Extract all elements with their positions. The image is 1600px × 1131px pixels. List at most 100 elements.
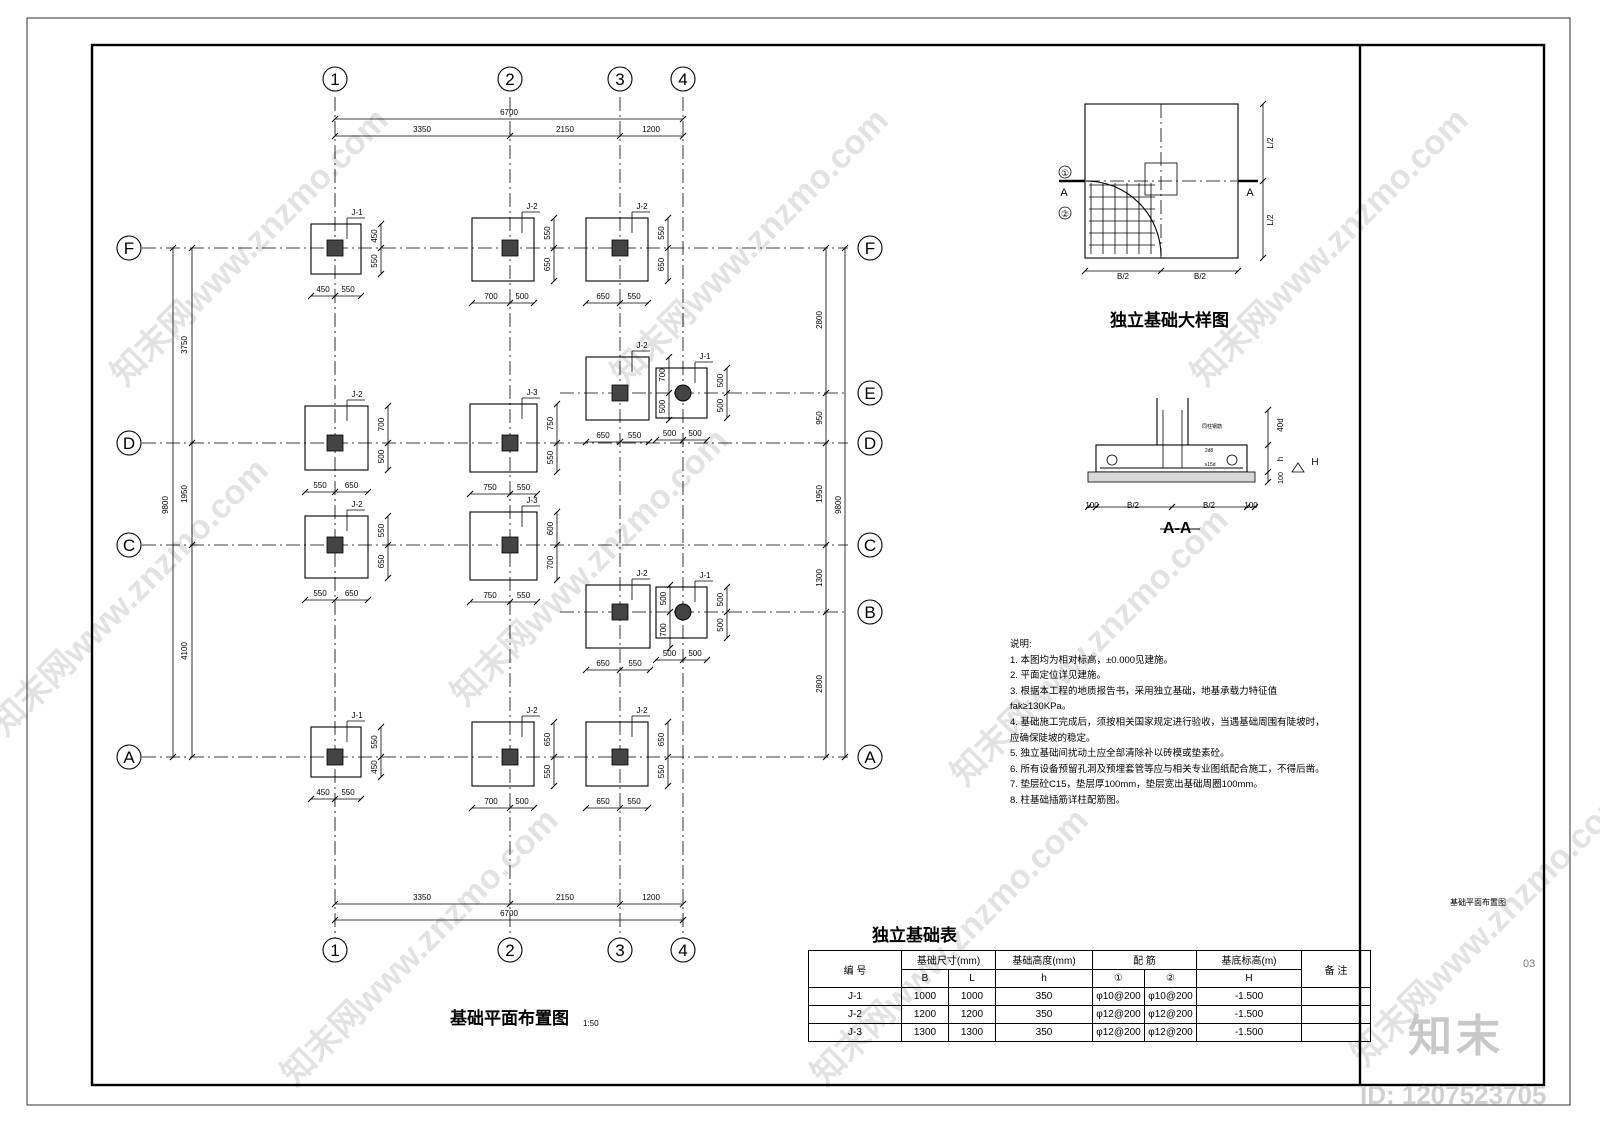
footing-tag: J-3	[526, 496, 538, 505]
dim-tick	[169, 244, 177, 252]
dim-tick	[703, 436, 711, 444]
table-row: J-2 1200 1200 350 φ12@200 φ12@200 -1.500	[808, 1005, 1371, 1024]
dim-label: 500	[663, 649, 677, 658]
axis-bubble-label: 4	[678, 70, 687, 89]
dim-tick	[384, 512, 392, 520]
dim-tick	[723, 364, 731, 372]
dim-tick	[188, 439, 196, 447]
note-line: 应确保陡坡的稳定。	[1010, 732, 1096, 744]
dim-tick	[822, 389, 830, 397]
plan-title: 基础平面布置图	[450, 1009, 569, 1028]
dim-tick	[530, 299, 538, 307]
sub-hh: H	[1196, 968, 1302, 988]
sheet-title: 基础平面布置图	[1450, 898, 1506, 907]
axis-bubble	[857, 599, 883, 625]
column-section	[501, 748, 519, 766]
bar-mark-1	[1058, 165, 1072, 179]
detail-title: 独立基础大样图	[1110, 311, 1229, 330]
dim-label: 2800	[815, 675, 824, 693]
axis-bubble	[497, 937, 523, 963]
dim-tick	[1084, 503, 1092, 511]
dim-tick	[331, 488, 339, 496]
dim-label: 500	[688, 429, 702, 438]
dim-tick	[506, 132, 514, 140]
brand-logo: 知末	[1408, 1012, 1504, 1061]
bar-mark-2	[1106, 454, 1118, 466]
col-height: 基础高度(mm)	[995, 950, 1093, 970]
dim-label: 650	[543, 257, 552, 271]
axis-bubble-label: E	[864, 384, 875, 403]
image-id-tag: ID: 1207523705	[1360, 1080, 1547, 1110]
dim-tick	[822, 753, 830, 761]
cell-id: J-3	[808, 1023, 902, 1042]
axis-bubble	[857, 235, 883, 261]
dim-tick	[331, 115, 339, 123]
dim-label: 3350	[413, 125, 431, 134]
dim-tick	[665, 389, 673, 397]
col-elev: 基底标高(m)	[1196, 950, 1302, 970]
footing-tag: J-3	[526, 388, 538, 397]
axis-bubble-label: 3	[615, 70, 624, 89]
dim-tick	[822, 439, 830, 447]
dim-tick	[664, 782, 672, 790]
dim-label: 650	[345, 481, 359, 490]
dim-label: 3350	[413, 893, 431, 902]
dim-label: 650	[543, 732, 552, 746]
dim-tick	[331, 795, 339, 803]
dim-tick	[1251, 503, 1259, 511]
dim-label: 550	[517, 483, 531, 492]
dim-tick	[679, 132, 687, 140]
footing-outline	[310, 223, 362, 275]
axis-bubble	[497, 66, 523, 92]
cut-label: A	[1246, 187, 1254, 199]
dim-label: 450	[316, 285, 330, 294]
column-section	[326, 239, 344, 257]
dim-tick	[468, 804, 476, 812]
dim-label: 500	[515, 797, 529, 806]
dim-label: 550	[628, 431, 642, 440]
dim-label: 550	[657, 764, 666, 778]
dim-tick	[616, 900, 624, 908]
dim-tick	[616, 132, 624, 140]
dim-tick	[188, 244, 196, 252]
dim-tick	[506, 299, 514, 307]
dim-label: 750	[483, 483, 497, 492]
column-section	[501, 434, 519, 452]
section-bedding	[1087, 471, 1256, 483]
axis-bubble	[322, 937, 348, 963]
note-line: fak≥130KPa。	[1010, 701, 1072, 713]
column-section	[674, 603, 692, 621]
cell-r2: φ12@200	[1144, 1023, 1197, 1042]
cell-elev: -1.500	[1196, 987, 1302, 1006]
dim-tick	[377, 753, 385, 761]
footing-table-title: 独立基础表	[872, 926, 957, 945]
table-row: J-1 1000 1000 350 φ10@200 φ10@200 -1.500	[808, 987, 1371, 1006]
note-line: 7. 垫层砼C15，垫层厚100mm，垫层宽出基础周圈100mm。	[1010, 779, 1263, 791]
dim-tick	[1259, 177, 1267, 185]
dim-label: 750	[546, 416, 555, 430]
dim-label: 1300	[815, 569, 824, 587]
footing-tag: J-1	[351, 208, 363, 217]
dim-label: 40d	[1276, 418, 1285, 431]
axis-bubble-label: 2	[505, 70, 514, 89]
dim-tick	[550, 753, 558, 761]
dim-label: 700	[484, 292, 498, 301]
axis-bubble-label: C	[123, 536, 135, 555]
footing-tag: J-2	[636, 706, 648, 715]
axis-bubble	[116, 744, 142, 770]
dim-label: 4100	[180, 642, 189, 660]
dim-tick	[550, 244, 558, 252]
table-subheader-row: B L h ① ② H	[809, 968, 1371, 988]
dim-label: 1950	[180, 485, 189, 503]
axis-bubble-label: F	[124, 239, 134, 258]
dim-tick	[553, 541, 561, 549]
dim-label: 650	[377, 554, 386, 568]
footing-outline	[304, 405, 369, 471]
footing-tag: J-2	[526, 706, 538, 715]
dim-tick	[822, 244, 830, 252]
column-section	[611, 603, 629, 621]
sub-r2: ②	[1144, 968, 1197, 988]
dim-label: B/2	[1127, 501, 1140, 510]
dim-tick	[664, 277, 672, 285]
dim-tick	[645, 438, 653, 446]
